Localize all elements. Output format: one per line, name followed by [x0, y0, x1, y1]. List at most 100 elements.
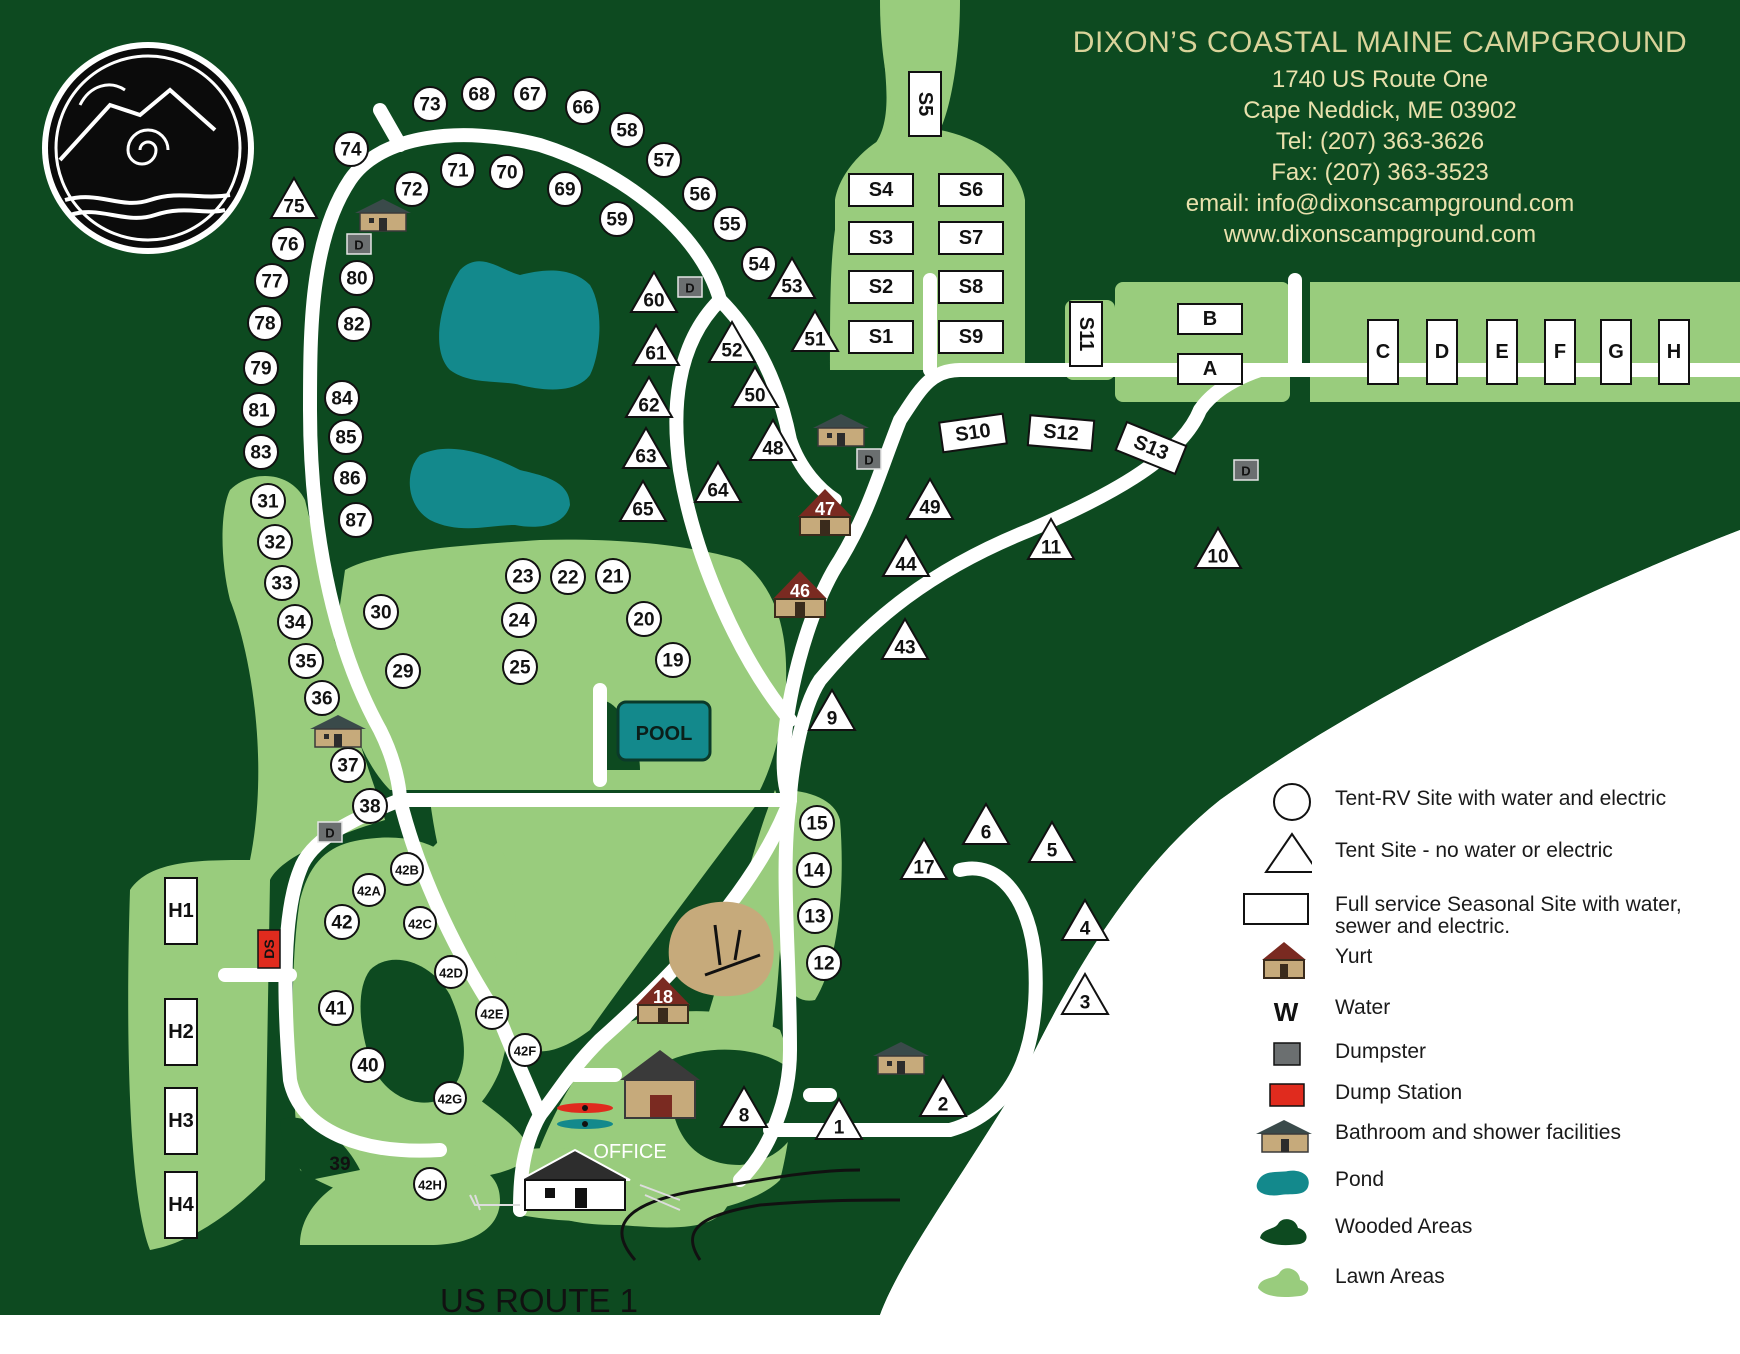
tent-rv-site-20[interactable] — [626, 601, 662, 637]
tent-rv-site-42G[interactable] — [433, 1081, 467, 1115]
tent-rv-site-19[interactable] — [655, 642, 691, 678]
tent-rv-site-23[interactable] — [505, 558, 541, 594]
tent-site-75[interactable] — [269, 175, 319, 219]
tent-rv-site-67[interactable] — [512, 76, 548, 112]
tent-rv-site-21[interactable] — [595, 558, 631, 594]
tent-rv-site-55[interactable] — [712, 206, 748, 242]
tent-rv-site-66[interactable] — [565, 89, 601, 125]
seasonal-site-S11[interactable] — [1069, 301, 1103, 367]
tent-rv-site-15[interactable] — [799, 805, 835, 841]
tent-rv-site-13[interactable] — [797, 898, 833, 934]
tent-site-50[interactable] — [730, 364, 780, 408]
seasonal-site-S2[interactable] — [848, 270, 914, 304]
tent-site-63[interactable] — [621, 425, 671, 469]
tent-rv-site-81[interactable] — [241, 392, 277, 428]
tent-rv-site-32[interactable] — [257, 524, 293, 560]
tent-site-48[interactable] — [748, 417, 798, 461]
seasonal-site-C[interactable] — [1367, 319, 1399, 385]
yurt-18[interactable] — [636, 977, 690, 1024]
yurt-47[interactable] — [798, 489, 852, 536]
tent-rv-site-41[interactable] — [318, 990, 354, 1026]
tent-rv-site-58[interactable] — [609, 112, 645, 148]
tent-rv-site-33[interactable] — [264, 565, 300, 601]
seasonal-site-G[interactable] — [1600, 319, 1632, 385]
tent-rv-site-71[interactable] — [440, 152, 476, 188]
tent-rv-site-24[interactable] — [501, 602, 537, 638]
tent-rv-site-34[interactable] — [277, 604, 313, 640]
tent-site-51[interactable] — [790, 308, 840, 352]
seasonal-site-H2[interactable] — [164, 998, 198, 1066]
tent-rv-site-59[interactable] — [599, 201, 635, 237]
tent-rv-site-80[interactable] — [339, 260, 375, 296]
tent-site-8[interactable] — [719, 1084, 769, 1128]
tent-rv-site-29[interactable] — [385, 653, 421, 689]
tent-site-52[interactable] — [707, 319, 757, 363]
tent-rv-site-70[interactable] — [489, 154, 525, 190]
tent-rv-site-79[interactable] — [243, 350, 279, 386]
seasonal-site-S8[interactable] — [938, 270, 1004, 304]
tent-rv-site-86[interactable] — [332, 460, 368, 496]
tent-site-62[interactable] — [624, 374, 674, 418]
tent-site-4[interactable] — [1060, 897, 1110, 941]
tent-rv-site-85[interactable] — [328, 419, 364, 455]
tent-site-2[interactable] — [918, 1073, 968, 1117]
seasonal-site-S10[interactable] — [938, 412, 1008, 454]
tent-rv-site-83[interactable] — [243, 434, 279, 470]
seasonal-site-B[interactable] — [1177, 303, 1243, 335]
tent-site-49[interactable] — [905, 476, 955, 520]
tent-site-65[interactable] — [618, 478, 668, 522]
tent-rv-site-42F[interactable] — [508, 1033, 542, 1067]
seasonal-site-F[interactable] — [1544, 319, 1576, 385]
tent-rv-site-72[interactable] — [394, 171, 430, 207]
seasonal-site-D[interactable] — [1426, 319, 1458, 385]
tent-site-9[interactable] — [807, 687, 857, 731]
tent-rv-site-87[interactable] — [338, 502, 374, 538]
tent-rv-site-78[interactable] — [247, 305, 283, 341]
tent-rv-site-69[interactable] — [547, 171, 583, 207]
tent-rv-site-42D[interactable] — [434, 955, 468, 989]
seasonal-site-S12[interactable] — [1026, 414, 1096, 452]
seasonal-site-S4[interactable] — [848, 173, 914, 207]
seasonal-site-H4[interactable] — [164, 1171, 198, 1239]
tent-rv-site-36[interactable] — [304, 680, 340, 716]
tent-rv-site-76[interactable] — [270, 226, 306, 262]
seasonal-site-S7[interactable] — [938, 221, 1004, 255]
tent-rv-site-42E[interactable] — [475, 996, 509, 1030]
tent-rv-site-25[interactable] — [502, 649, 538, 685]
seasonal-site-S6[interactable] — [938, 173, 1004, 207]
seasonal-site-E[interactable] — [1486, 319, 1518, 385]
seasonal-site-H3[interactable] — [164, 1087, 198, 1155]
tent-rv-site-38[interactable] — [352, 788, 388, 824]
tent-site-64[interactable] — [693, 459, 743, 503]
tent-rv-site-56[interactable] — [682, 176, 718, 212]
tent-rv-site-68[interactable] — [461, 76, 497, 112]
tent-rv-site-42A[interactable] — [352, 873, 386, 907]
tent-site-5[interactable] — [1027, 819, 1077, 863]
tent-site-61[interactable] — [631, 322, 681, 366]
tent-site-1[interactable] — [814, 1096, 864, 1140]
seasonal-site-S9[interactable] — [938, 320, 1004, 354]
seasonal-site-S5[interactable] — [908, 71, 942, 137]
tent-rv-site-37[interactable] — [330, 747, 366, 783]
seasonal-site-S3[interactable] — [848, 221, 914, 255]
tent-rv-site-30[interactable] — [363, 594, 399, 630]
tent-rv-site-35[interactable] — [288, 643, 324, 679]
tent-rv-site-42[interactable] — [324, 904, 360, 940]
tent-rv-site-77[interactable] — [254, 263, 290, 299]
tent-site-60[interactable] — [629, 269, 679, 313]
tent-rv-site-42C[interactable] — [403, 906, 437, 940]
tent-rv-site-54[interactable] — [741, 246, 777, 282]
seasonal-site-S1[interactable] — [848, 320, 914, 354]
tent-rv-site-14[interactable] — [796, 852, 832, 888]
seasonal-site-H1[interactable] — [164, 877, 198, 945]
tent-site-6[interactable] — [961, 801, 1011, 845]
office-building[interactable]: OFFICE — [519, 1141, 667, 1211]
tent-rv-site-73[interactable] — [412, 86, 448, 122]
seasonal-site-H[interactable] — [1658, 319, 1690, 385]
tent-rv-site-40[interactable] — [350, 1047, 386, 1083]
tent-rv-site-42H[interactable] — [413, 1167, 447, 1201]
tent-rv-site-74[interactable] — [333, 131, 369, 167]
tent-site-53[interactable] — [767, 255, 817, 299]
tent-rv-site-12[interactable] — [806, 945, 842, 981]
tent-rv-site-82[interactable] — [336, 306, 372, 342]
